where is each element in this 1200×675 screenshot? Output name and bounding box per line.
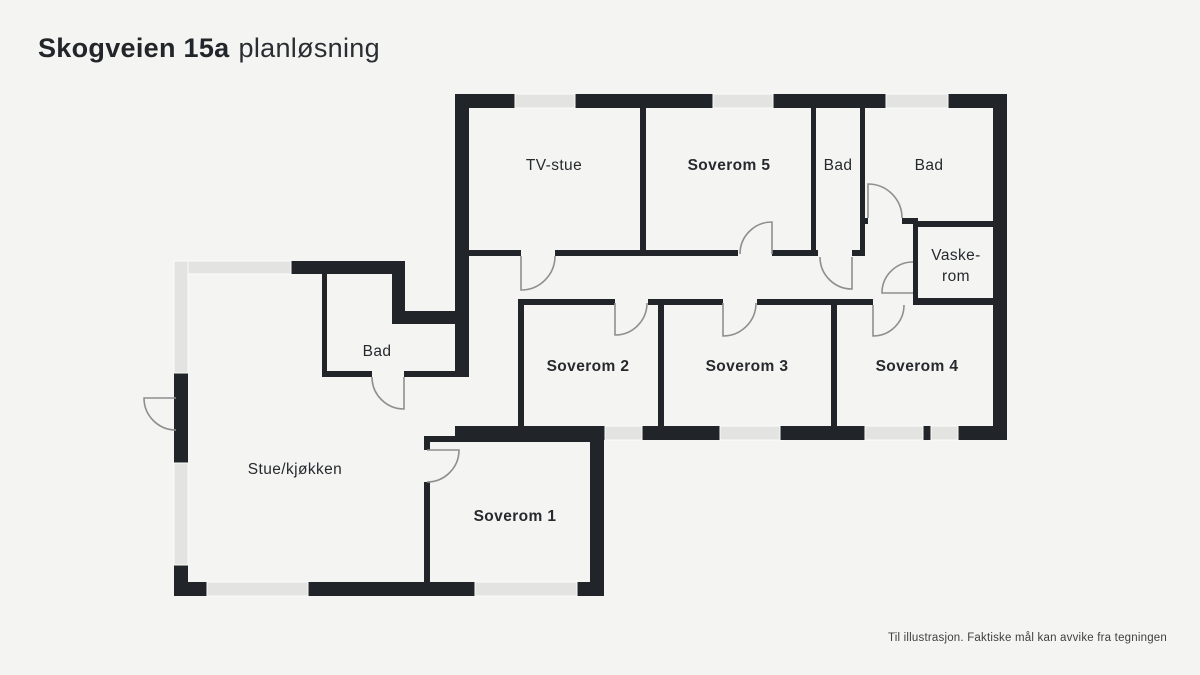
wall-segment [831, 299, 837, 440]
door-arc-soverom-5 [739, 221, 773, 255]
wall-segment [555, 250, 738, 256]
wall-segment [780, 426, 865, 440]
page-title: Skogveien 15a planløsning [38, 33, 380, 64]
window-segment [930, 425, 959, 441]
wall-segment [902, 218, 918, 224]
wall-segment [174, 582, 207, 596]
wall-segment [913, 221, 993, 227]
wall-segment [322, 267, 392, 273]
window-segment [173, 260, 189, 374]
door-arc-soverom-3 [722, 302, 757, 337]
wall-segment [640, 108, 646, 253]
window-segment [474, 581, 578, 597]
room-label-bad-top: Bad [824, 157, 853, 174]
room-labels: TV-stue Soverom 5 Bad Bad Vaske- rom Sov… [248, 157, 981, 525]
room-label-soverom-3: Soverom 3 [706, 358, 789, 375]
wall-segment [860, 218, 868, 224]
window-segment [712, 93, 774, 109]
window-segment [173, 462, 189, 566]
wall-segment [322, 267, 327, 377]
room-label-tv-stue: TV-stue [526, 157, 582, 174]
wall-segment [424, 436, 590, 442]
page-title-suffix: planløsning [238, 33, 380, 63]
page-title-address: Skogveien 15a [38, 33, 230, 63]
door-arc-bad-top [819, 256, 853, 290]
window-segment [206, 581, 309, 597]
wall-segment [860, 108, 865, 256]
room-label-vaskerom-line2: rom [942, 268, 970, 285]
windows [173, 93, 959, 597]
wall-segment [642, 426, 720, 440]
window-segment [864, 425, 924, 441]
door-arc-entrance [143, 397, 177, 431]
room-label-soverom-4: Soverom 4 [876, 358, 959, 375]
wall-segment [852, 250, 865, 256]
wall-segment [404, 371, 469, 377]
room-label-soverom-2: Soverom 2 [547, 358, 630, 375]
wall-segment [518, 299, 615, 305]
wall-segment [772, 250, 818, 256]
doors [143, 183, 914, 483]
door-arc-tv-stue [520, 255, 556, 291]
door-arc-bad-left [371, 376, 405, 410]
wall-segment [757, 299, 873, 305]
room-label-stue-kjokken: Stue/kjøkken [248, 461, 342, 478]
door-arc-soverom-2 [614, 302, 648, 336]
window-segment [885, 93, 949, 109]
walls [174, 94, 1007, 596]
window-segment [604, 425, 643, 441]
wall-segment [575, 94, 713, 108]
wall-segment [658, 299, 664, 440]
wall-segment [590, 426, 604, 596]
wall-segment [773, 94, 886, 108]
wall-segment [993, 94, 1007, 440]
wall-segment [913, 298, 993, 305]
wall-segment [648, 299, 723, 305]
wall-segment [913, 221, 918, 305]
door-arc-soverom-1 [426, 449, 460, 483]
disclaimer-text: Til illustrasjon. Faktiske mål kan avvik… [887, 632, 1167, 644]
wall-segment [424, 436, 430, 450]
window-segment [173, 260, 292, 275]
room-label-soverom-1: Soverom 1 [474, 508, 557, 525]
wall-segment [958, 426, 1007, 440]
wall-segment [518, 299, 524, 440]
door-arc-soverom-4 [872, 304, 905, 337]
wall-segment [174, 373, 188, 463]
room-label-soverom-5: Soverom 5 [688, 157, 771, 174]
wall-segment [392, 261, 405, 324]
room-label-bad-right: Bad [915, 157, 944, 174]
wall-segment [455, 94, 515, 108]
wall-segment [469, 250, 521, 256]
wall-segment [455, 94, 469, 377]
wall-segment [392, 311, 469, 324]
window-segment [514, 93, 576, 109]
wall-segment [811, 108, 816, 256]
door-arc-bad-right [867, 183, 903, 219]
room-label-bad-left: Bad [363, 343, 392, 360]
room-label-vaskerom-line1: Vaske- [931, 247, 981, 264]
wall-segment [948, 94, 1007, 108]
wall-segment [923, 426, 931, 440]
wall-segment [308, 582, 475, 596]
window-segment [719, 425, 781, 441]
door-arc-hall [881, 261, 914, 294]
wall-segment [322, 371, 372, 377]
wall-segment [424, 482, 430, 582]
